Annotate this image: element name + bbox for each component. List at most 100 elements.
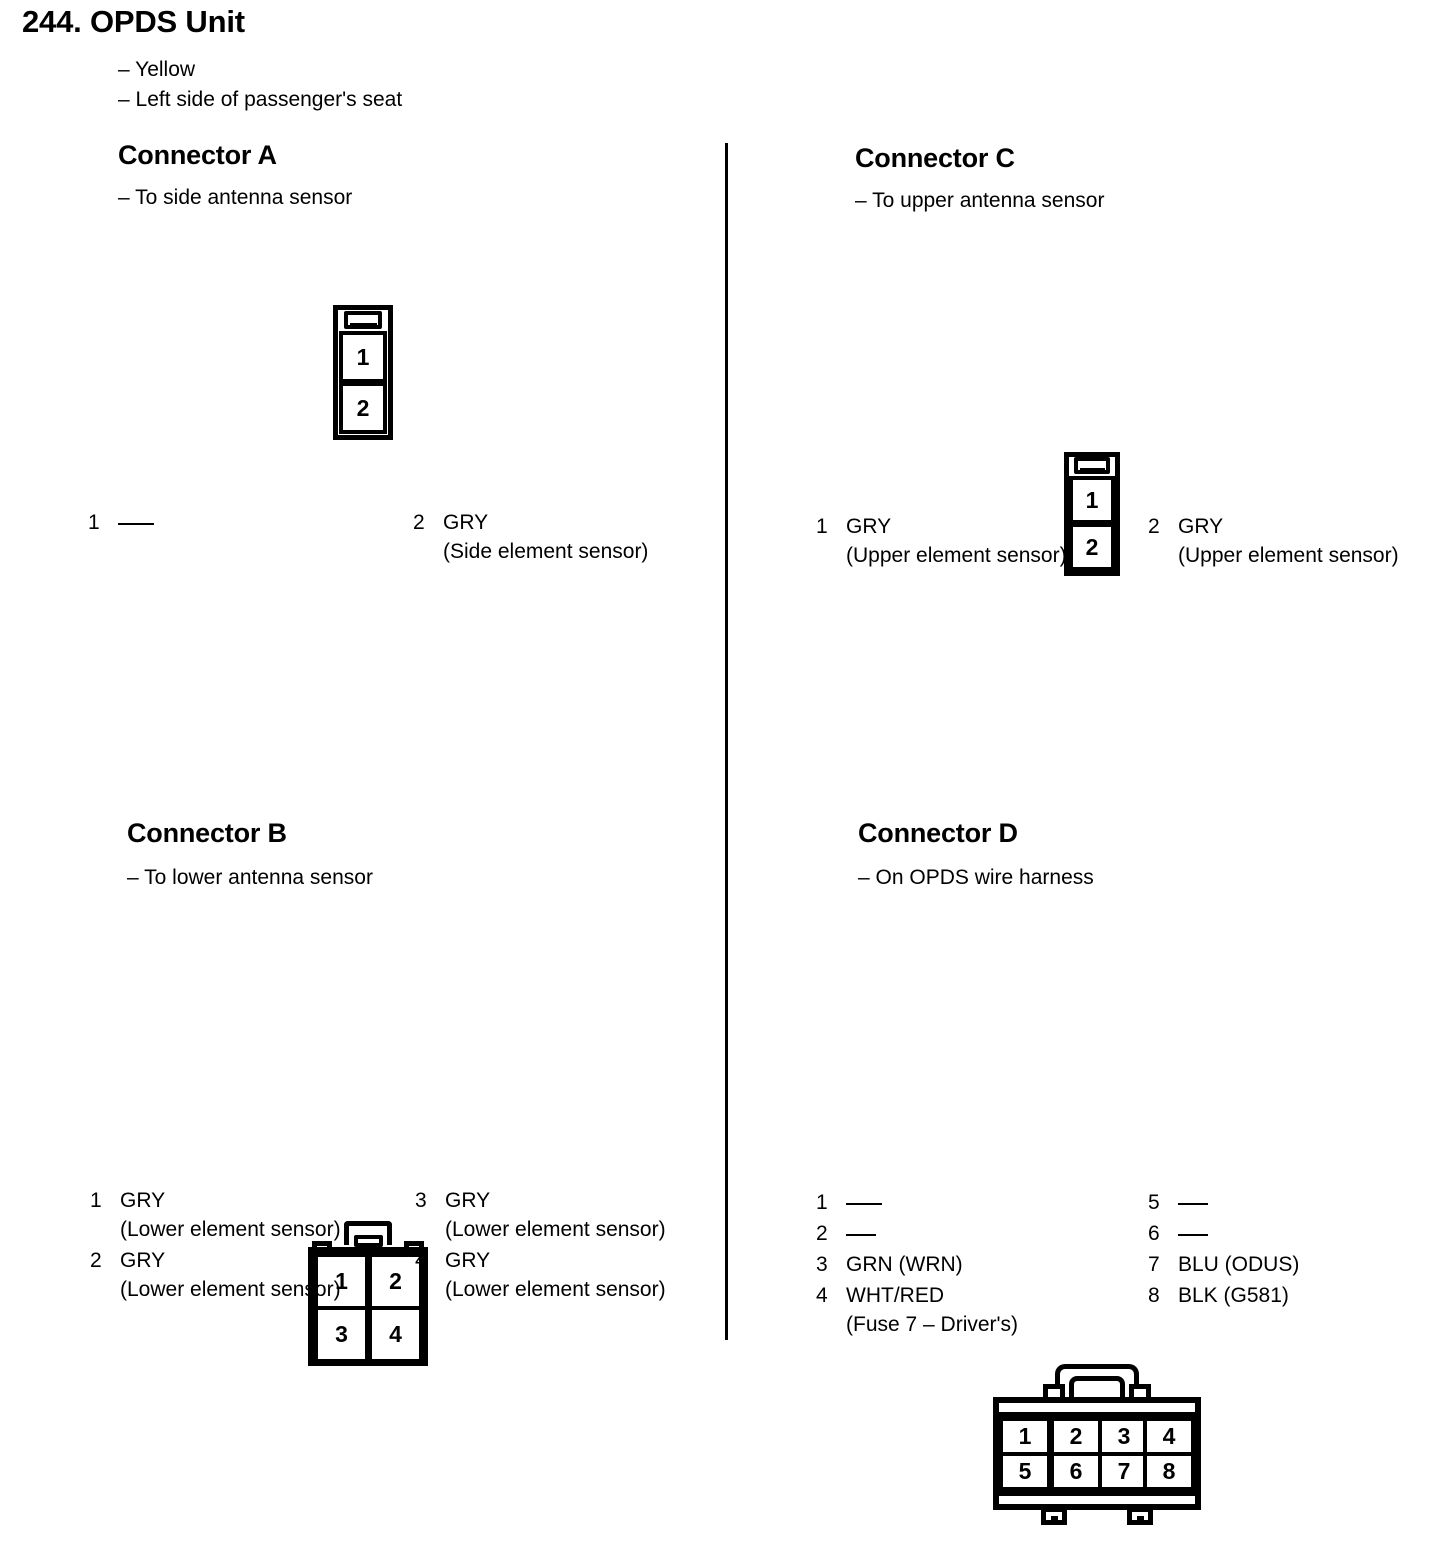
no-connection-dash-icon <box>1178 1202 1208 1205</box>
pin-row: 6 <box>1148 1219 1299 1248</box>
pin-value: GRY (Lower element sensor) <box>120 1246 341 1304</box>
connector-a-pinlist-right: 2 GRY (Side element sensor) <box>413 508 648 568</box>
page-title: 244. OPDS Unit <box>22 4 245 39</box>
pin-number: 4 <box>415 1249 427 1272</box>
pin-row: 2 GRY (Side element sensor) <box>413 508 648 566</box>
pin-row: 1 <box>88 508 154 537</box>
pin-number: 6 <box>1148 1222 1160 1245</box>
pin-number: 1 <box>816 1191 828 1214</box>
connector-d-pinlist-right: 5 6 7 BLU (ODUS) 8 BLK (G581) <box>1148 1188 1299 1312</box>
connector-d-subtitle: – On OPDS wire harness <box>858 866 1094 889</box>
pin-number: 2 <box>816 1222 828 1245</box>
pin-number: 7 <box>1148 1253 1160 1276</box>
pin-row: 1 GRY (Upper element sensor) <box>816 512 1067 570</box>
connector-d-pinlist-left: 1 2 3 GRN (WRN) 4 WHT/RED (Fuse 7 – Driv… <box>816 1188 1018 1341</box>
connector-c-pinlist-left: 1 GRY (Upper element sensor) <box>816 512 1067 572</box>
page-bullet-color: – Yellow <box>118 58 196 81</box>
column-divider <box>725 143 728 1340</box>
connector-b-pin-cell-4: 4 <box>368 1306 423 1363</box>
pin-wire-color: GRN (WRN) <box>846 1253 963 1276</box>
pin-value-empty <box>118 508 154 537</box>
pin-row: 8 BLK (G581) <box>1148 1281 1299 1310</box>
connector-b-pin-cell-3: 3 <box>314 1306 369 1363</box>
connector-a-pin-cell-1: 1 <box>339 331 387 383</box>
connector-d-pin-cell-8: 8 <box>1143 1452 1195 1491</box>
pin-value: WHT/RED (Fuse 7 – Driver's) <box>846 1281 1018 1339</box>
connector-c-pin-cell-2: 2 <box>1069 523 1115 571</box>
connector-d-pin-cell-4: 4 <box>1143 1417 1195 1456</box>
connector-c-drawing: 1 2 <box>1064 452 1120 576</box>
pin-wire-color: GRY <box>120 1189 166 1212</box>
pin-value: GRY (Lower element sensor) <box>445 1246 666 1304</box>
connector-d-title: Connector D <box>858 818 1018 848</box>
pin-row: 5 <box>1148 1188 1299 1217</box>
pin-row: 7 BLU (ODUS) <box>1148 1250 1299 1279</box>
pin-number: 2 <box>90 1249 102 1272</box>
connector-b-latch-bar <box>354 1235 383 1247</box>
pin-row: 4 GRY (Lower element sensor) <box>415 1246 666 1304</box>
connector-c-subtitle: – To upper antenna sensor <box>855 189 1105 212</box>
connector-c-pin-cell-1: 1 <box>1069 476 1115 524</box>
connector-d-foot-right <box>1127 1507 1153 1525</box>
connector-d-rail-bottom <box>999 1491 1195 1496</box>
pin-wire-color: WHT/RED <box>846 1284 944 1307</box>
pin-row: 4 WHT/RED (Fuse 7 – Driver's) <box>816 1281 1018 1339</box>
connector-b-pin-cell-2: 2 <box>368 1253 423 1310</box>
pin-wire-color: BLU (ODUS) <box>1178 1253 1300 1276</box>
connector-d-foot-left <box>1041 1507 1067 1525</box>
no-connection-dash-icon <box>118 522 154 525</box>
connector-d-pin-cell-6: 6 <box>1050 1452 1102 1491</box>
connector-a-pin-cell-2: 2 <box>339 382 387 434</box>
pin-number: 1 <box>816 515 828 538</box>
page-bullet-location: – Left side of passenger's seat <box>118 88 403 111</box>
pin-description: (Side element sensor) <box>443 540 649 563</box>
pin-wire-color: GRY <box>120 1249 166 1272</box>
pin-number: 8 <box>1148 1284 1160 1307</box>
pin-value-empty <box>1178 1219 1208 1248</box>
pin-value: GRY (Side element sensor) <box>443 508 648 566</box>
pin-value: GRY (Upper element sensor) <box>846 512 1067 570</box>
connector-a-latch-bar <box>350 323 377 329</box>
pin-value: BLK (G581) <box>1178 1281 1289 1310</box>
pin-number: 2 <box>413 511 425 534</box>
connector-d-pin-cell-2: 2 <box>1050 1417 1102 1456</box>
pin-row: 2 GRY (Lower element sensor) <box>90 1246 341 1304</box>
pin-description: (Lower element sensor) <box>445 1278 666 1301</box>
pin-value: GRN (WRN) <box>846 1250 963 1279</box>
pin-value: GRY (Lower element sensor) <box>120 1186 341 1244</box>
pin-row: 1 <box>816 1188 1018 1217</box>
pin-description: (Lower element sensor) <box>445 1218 666 1241</box>
connector-d-pin-cell-5: 5 <box>999 1452 1051 1491</box>
connector-a-subtitle: – To side antenna sensor <box>118 186 353 209</box>
pin-description: (Lower element sensor) <box>120 1278 341 1301</box>
connector-a-title: Connector A <box>118 140 277 170</box>
pin-number: 5 <box>1148 1191 1160 1214</box>
connector-b-title: Connector B <box>127 818 287 848</box>
pin-description: (Upper element sensor) <box>846 544 1067 567</box>
pin-number: 1 <box>90 1189 102 1212</box>
no-connection-dash-icon <box>1178 1233 1208 1236</box>
page-subtitle-list: – Yellow – Left side of passenger's seat <box>118 55 402 115</box>
pin-row: 3 GRY (Lower element sensor) <box>415 1186 666 1244</box>
connector-c-title: Connector C <box>855 143 1015 173</box>
pin-value: GRY (Upper element sensor) <box>1178 512 1399 570</box>
connector-d-drawing: 1 2 3 4 5 6 7 8 <box>993 1364 1201 1554</box>
connector-d-foot-hole-right <box>1137 1516 1144 1523</box>
pin-value-empty <box>1178 1188 1208 1217</box>
pin-description: (Lower element sensor) <box>120 1218 341 1241</box>
connector-d-foot-hole-left <box>1051 1516 1058 1523</box>
pin-row: 2 GRY (Upper element sensor) <box>1148 512 1399 570</box>
pin-number: 3 <box>415 1189 427 1212</box>
pin-row: 1 GRY (Lower element sensor) <box>90 1186 341 1244</box>
pin-description: (Fuse 7 – Driver's) <box>846 1313 1019 1336</box>
pin-value-empty <box>846 1188 882 1217</box>
no-connection-dash-icon <box>846 1233 876 1236</box>
pin-description: (Upper element sensor) <box>1178 544 1399 567</box>
connector-b-pin-cell-1: 1 <box>314 1253 369 1310</box>
connector-b-pinlist-left: 1 GRY (Lower element sensor) 2 GRY (Lowe… <box>90 1186 341 1306</box>
pin-wire-color: GRY <box>846 515 892 538</box>
connector-c-latch-bar <box>1080 468 1105 474</box>
connector-c-pinlist-right: 2 GRY (Upper element sensor) <box>1148 512 1399 572</box>
pin-wire-color: GRY <box>443 511 489 534</box>
pin-row: 2 <box>816 1219 1018 1248</box>
